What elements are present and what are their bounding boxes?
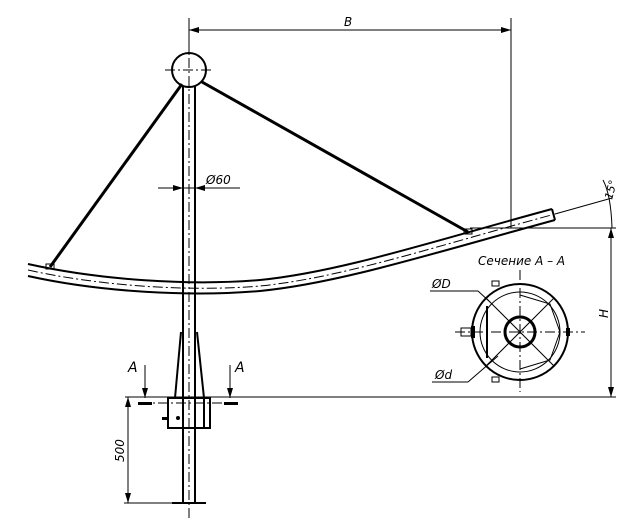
section-mark-left: A bbox=[127, 360, 138, 376]
section-marker-right: A bbox=[224, 360, 245, 405]
pole bbox=[165, 40, 213, 520]
curved-arm bbox=[27, 197, 613, 295]
dim-outer-diameter-label: ØD bbox=[431, 277, 451, 291]
left-stay bbox=[48, 83, 184, 268]
section-title: Сечение А – А bbox=[478, 254, 565, 268]
dim-pole-label: Ø60 bbox=[205, 173, 231, 187]
dimension-angle: 15° bbox=[602, 179, 620, 229]
dim-inner-diameter-label: Ød bbox=[434, 368, 452, 382]
dimension-b: B bbox=[188, 15, 512, 228]
dimension-base-height: 500 bbox=[113, 397, 180, 504]
section-marker-left: A bbox=[127, 360, 152, 405]
section-a-a: Сечение А – А ØD Ød bbox=[430, 254, 585, 392]
dim-b-label: B bbox=[344, 15, 352, 29]
pole-base bbox=[140, 331, 235, 429]
dimension-pole-diameter: Ø60 bbox=[158, 173, 240, 191]
dim-angle-label: 15° bbox=[602, 179, 620, 201]
dim-h-label: H bbox=[597, 309, 611, 318]
section-mark-right: A bbox=[234, 360, 245, 376]
right-stay bbox=[201, 80, 469, 234]
dim-base-label: 500 bbox=[113, 439, 127, 462]
